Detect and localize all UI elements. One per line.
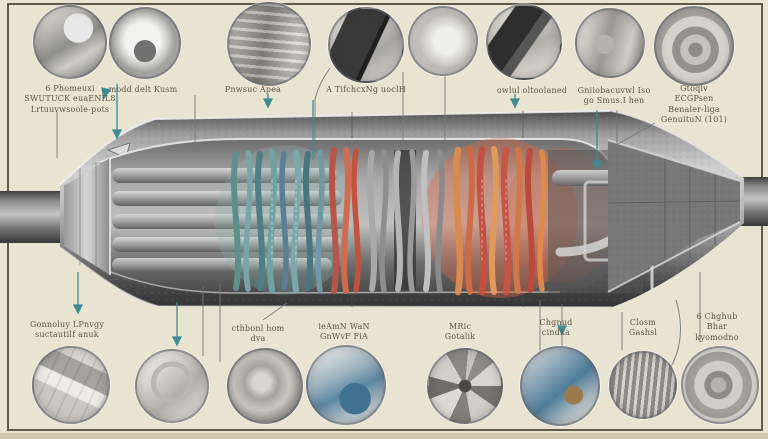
top-callout-label-1: 6 Phomeuxi SWUTUCK euaENIL8 Lrtuuvwsoole… (24, 84, 116, 114)
bottom-callout-8 (681, 346, 759, 424)
top-callout-label-6: owlul oltoolaned (496, 86, 568, 95)
bottom-callout-2 (135, 349, 209, 423)
bottom-callout-label-7: Closm Gashsl (628, 318, 658, 338)
top-callout-4 (328, 7, 404, 83)
leader-arrows (72, 84, 603, 347)
bottom-callout-label-5: MRic Gotalik (444, 322, 476, 342)
bottom-callout-3 (227, 348, 303, 424)
top-callout-label-8: Gtoqiv ECGPsen Benaler-liga GenuituN (10… (660, 84, 728, 125)
top-callout-label-7: Gniiobacuvwl Iso go Smus.I hen (577, 86, 651, 106)
bottom-callout-4 (306, 345, 386, 425)
top-callout-2 (109, 7, 181, 79)
bottom-margin-strip (0, 433, 768, 439)
top-callout-1 (33, 5, 107, 79)
bottom-callout-label-6: Chgnud cindka (539, 318, 573, 338)
inlet-pipe (0, 191, 64, 243)
bottom-callout-label-8: 6 Chghub Bhar kyomodno (695, 312, 739, 342)
top-callout-3 (227, 2, 311, 86)
top-callout-label-3: Pnwsuc Apea (224, 85, 282, 94)
top-callout-label-2: modd delt Kusm (108, 85, 178, 94)
heat-exchanger-fins (231, 146, 547, 296)
tail-cone-interior (607, 139, 741, 293)
bottom-callout-7 (609, 351, 677, 419)
top-callout-7 (575, 8, 645, 78)
bottom-callout-label-4: ieAmN WaN GnWvF FiA (318, 322, 370, 342)
inner-nose-cone (64, 158, 111, 275)
top-callout-6 (486, 4, 562, 80)
top-callout-8 (654, 6, 734, 86)
bottom-callout-label-3: cthbonl hom dva (231, 324, 285, 344)
bottom-callout-label-1: Gonnoluy LPnvgy suctautilf anuk (29, 320, 105, 340)
bottom-callout-5 (427, 348, 503, 424)
top-callout-label-4: A TifchcxNg uoclH (326, 85, 406, 94)
top-callout-5 (408, 6, 478, 76)
bottom-callout-6 (520, 346, 600, 426)
bottom-callout-1 (32, 346, 110, 424)
